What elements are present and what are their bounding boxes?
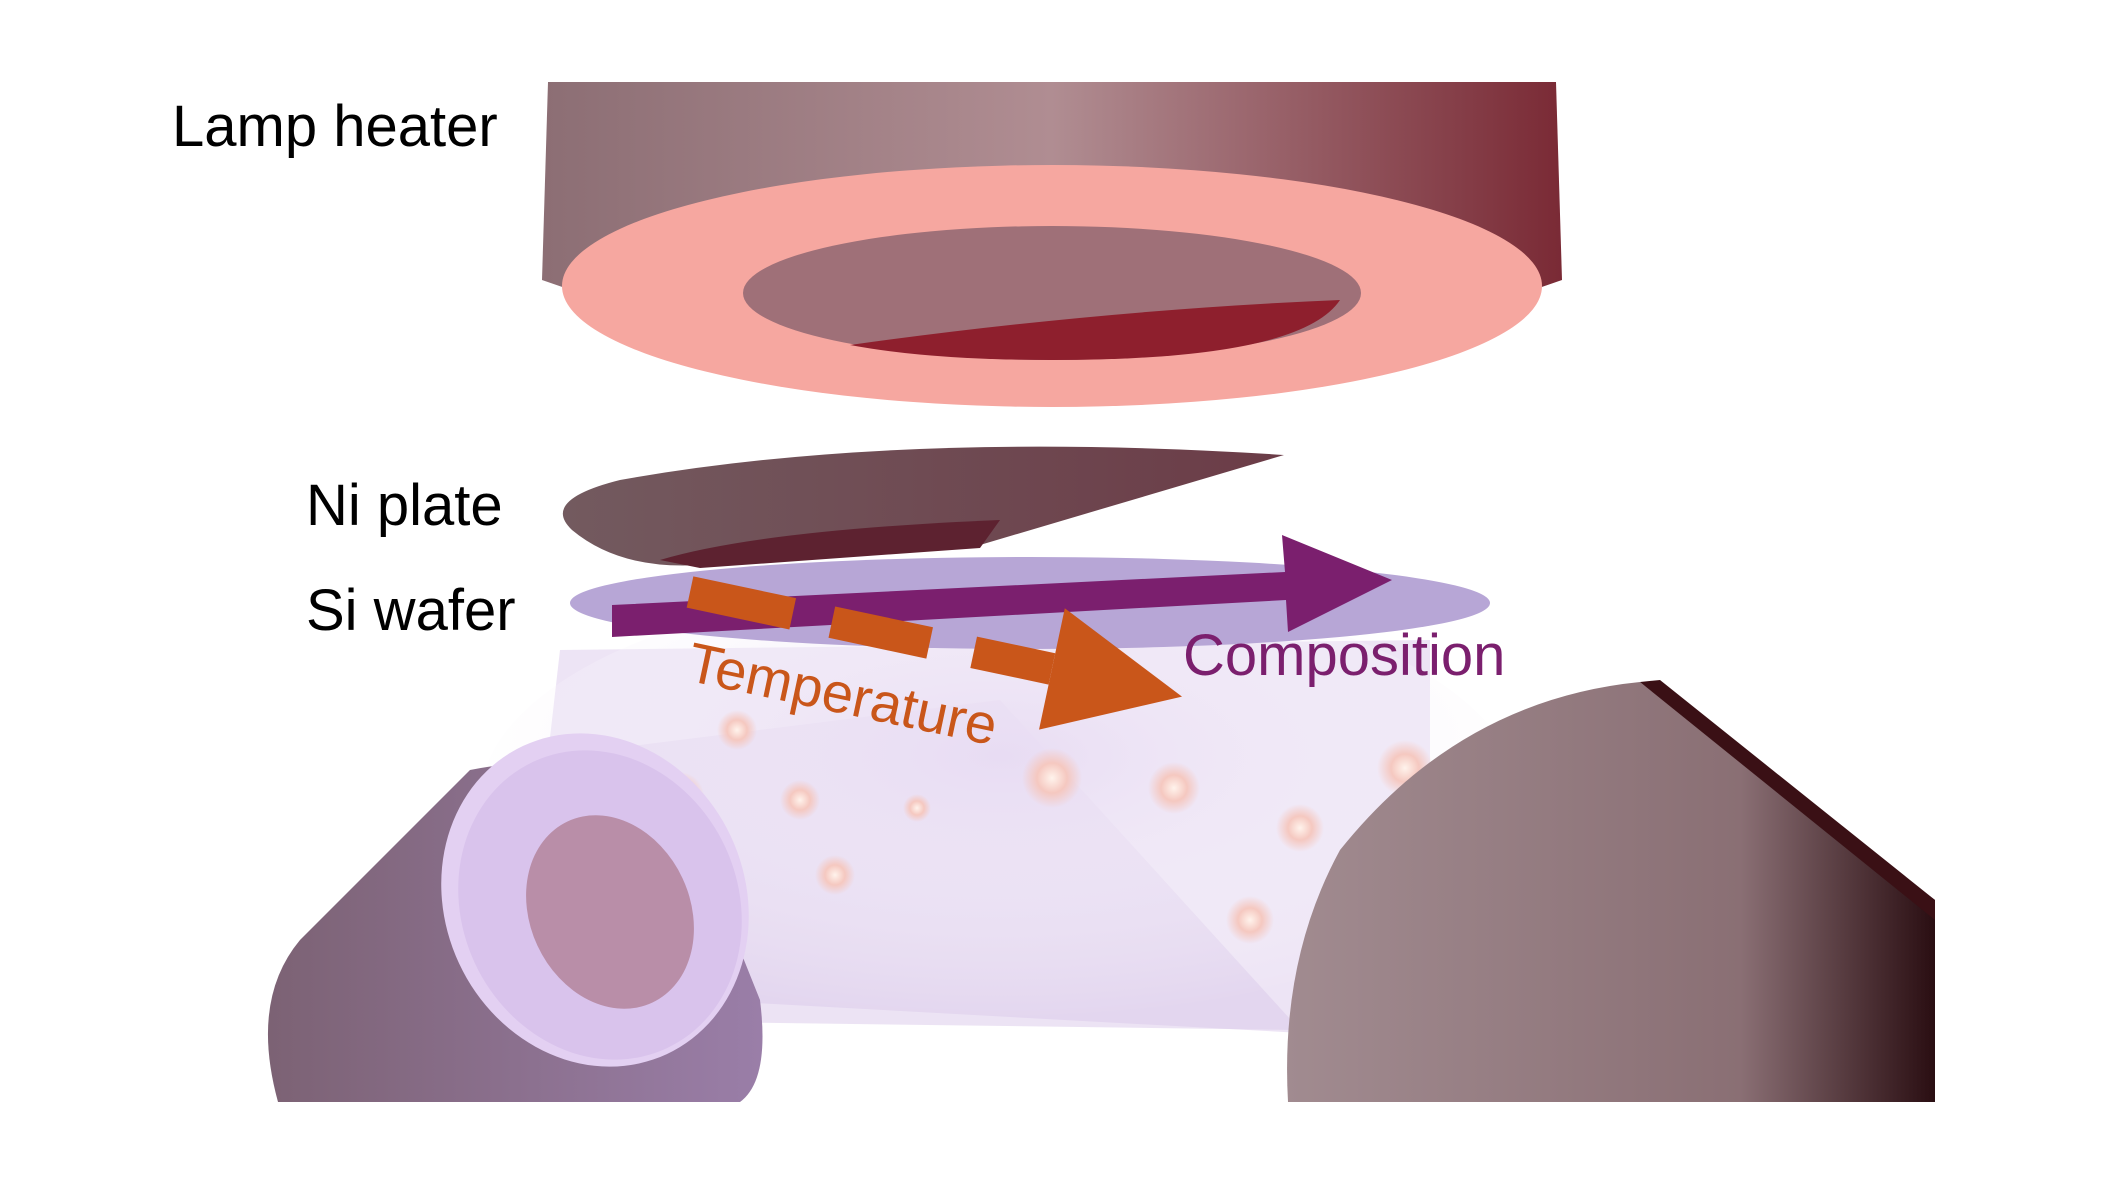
composition-label: Composition xyxy=(1183,623,1505,688)
ni-plate-label: Ni plate xyxy=(306,473,503,538)
lamp-heater-label: Lamp heater xyxy=(172,94,498,159)
sputter-source xyxy=(267,733,763,1102)
composition-arrow xyxy=(612,535,1392,637)
ni-plate xyxy=(562,446,1284,568)
detector xyxy=(1287,680,1935,1102)
temperature-arrow xyxy=(686,576,1183,730)
lamp-heater xyxy=(542,82,1562,407)
si-wafer-label: Si wafer xyxy=(306,578,516,643)
